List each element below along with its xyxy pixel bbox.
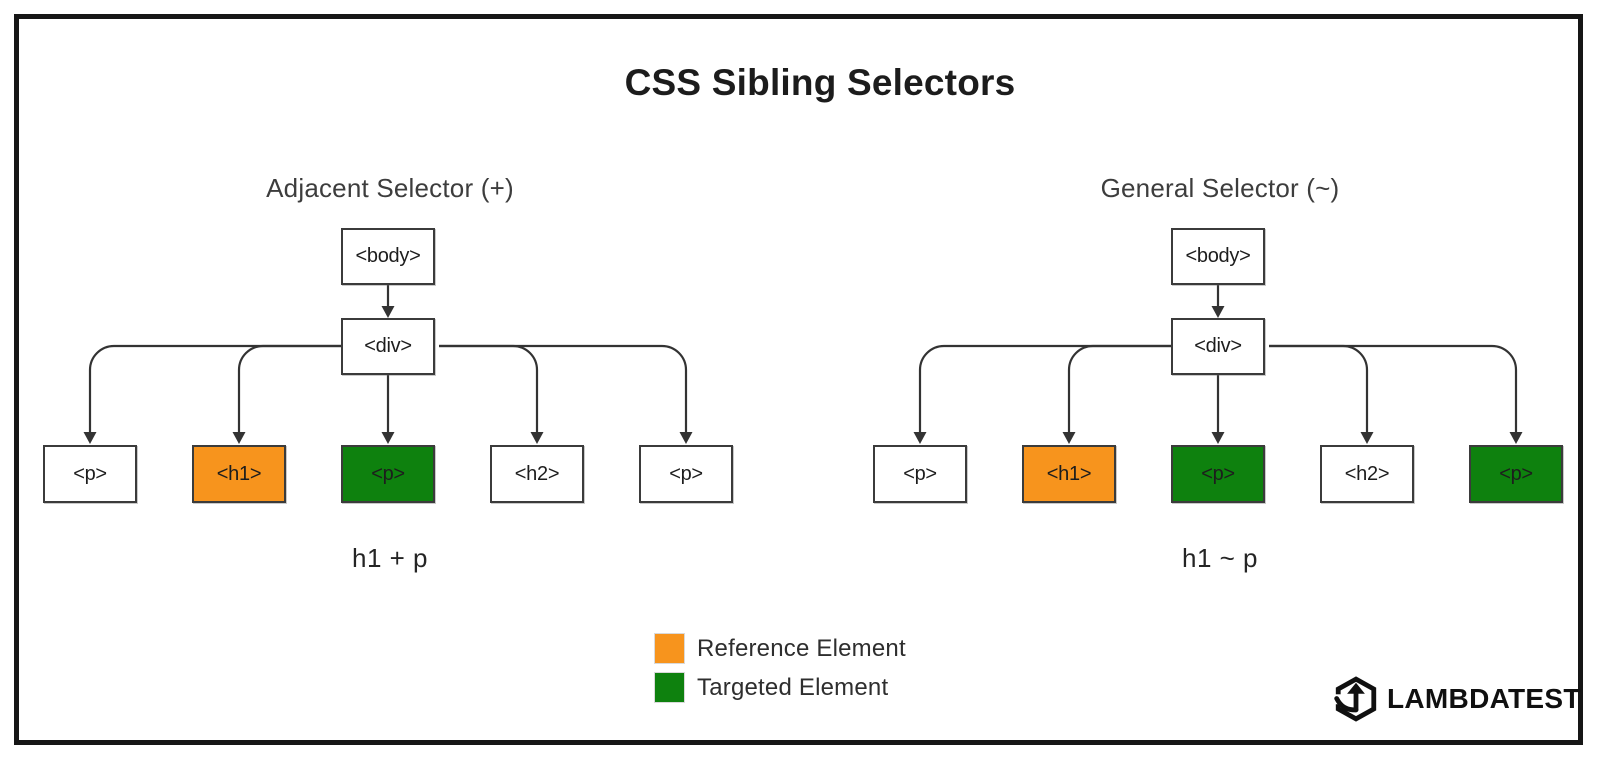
general-selector-heading: General Selector (~) — [1100, 173, 1340, 203]
general-selector-code: h1 ~ p — [1181, 543, 1258, 573]
lambdatest-logo: LAMBDATEST — [1333, 676, 1581, 722]
legend-row-reference: Reference Element — [655, 634, 906, 663]
reference-color-swatch — [655, 634, 684, 663]
general-child-h1-reference: <h1> — [1022, 445, 1116, 503]
general-child-p3-targeted: <p> — [1469, 445, 1563, 503]
adjacent-body-node: <body> — [341, 228, 435, 285]
general-child-p2-targeted: <p> — [1171, 445, 1265, 503]
adjacent-div-node: <div> — [341, 318, 435, 375]
lambdatest-hexagon-arrow-icon — [1334, 676, 1377, 722]
adjacent-selector-heading: Adjacent Selector (+) — [266, 173, 514, 203]
adjacent-child-p3: <p> — [639, 445, 733, 503]
adjacent-tree-connectors — [83, 285, 693, 444]
legend: Reference Element Targeted Element — [655, 634, 906, 712]
legend-row-targeted: Targeted Element — [655, 673, 906, 702]
adjacent-child-h1-reference: <h1> — [192, 445, 286, 503]
general-tree-connectors — [913, 285, 1523, 444]
adjacent-selector-code: h1 + p — [351, 543, 428, 573]
general-div-node: <div> — [1171, 318, 1265, 375]
lambdatest-logo-text: LAMBDATEST — [1387, 683, 1581, 714]
legend-label-reference: Reference Element — [697, 634, 906, 662]
adjacent-child-p1: <p> — [43, 445, 137, 503]
general-child-p1: <p> — [873, 445, 967, 503]
general-body-node: <body> — [1171, 228, 1265, 285]
legend-label-targeted: Targeted Element — [697, 673, 889, 701]
adjacent-child-p2-targeted: <p> — [341, 445, 435, 503]
general-child-h2: <h2> — [1320, 445, 1414, 503]
adjacent-selector-diagram: Adjacent Selector (+) <body> <div> <p> <… — [43, 160, 737, 590]
adjacent-child-h2: <h2> — [490, 445, 584, 503]
page-title: CSS Sibling Selectors — [624, 62, 1016, 103]
general-selector-diagram: General Selector (~) <body> <div> <p> <h… — [873, 160, 1567, 590]
targeted-color-swatch — [655, 673, 684, 702]
